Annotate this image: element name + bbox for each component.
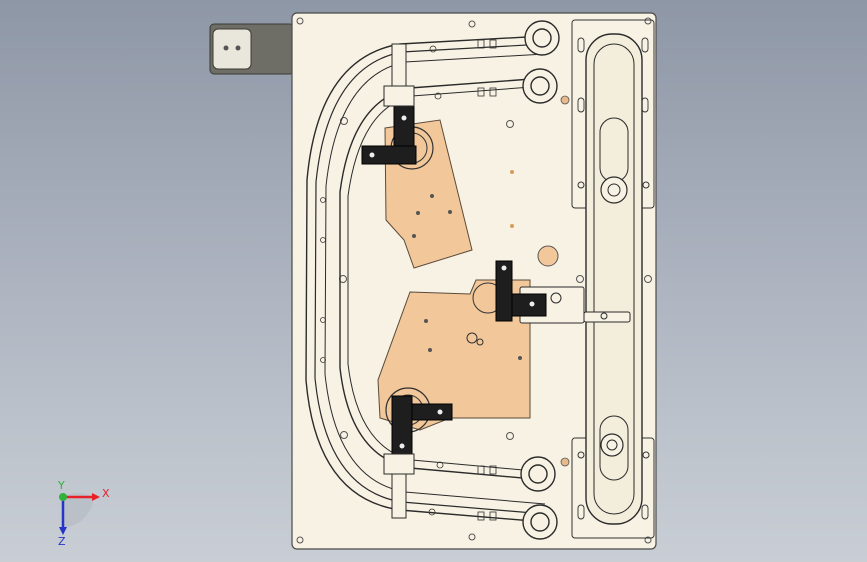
small-hole xyxy=(510,170,514,174)
z-axis-label: Z xyxy=(58,535,66,548)
plate-holes xyxy=(296,17,652,544)
small-hole xyxy=(510,224,514,228)
mounting-tab[interactable] xyxy=(209,23,295,75)
y-axis-label: Y xyxy=(57,479,65,492)
clamp-bracket[interactable] xyxy=(361,105,547,455)
coordinate-triad: X Y Z xyxy=(57,479,110,548)
rail-end-caps[interactable] xyxy=(520,20,560,540)
vertical-guide[interactable] xyxy=(560,19,655,539)
rail-clips[interactable] xyxy=(383,43,415,519)
locating-disc[interactable] xyxy=(537,245,559,267)
rail-slots xyxy=(320,39,497,521)
bracket-holes xyxy=(369,115,535,449)
rail-track[interactable] xyxy=(305,35,546,523)
x-axis-label: X xyxy=(102,487,110,500)
